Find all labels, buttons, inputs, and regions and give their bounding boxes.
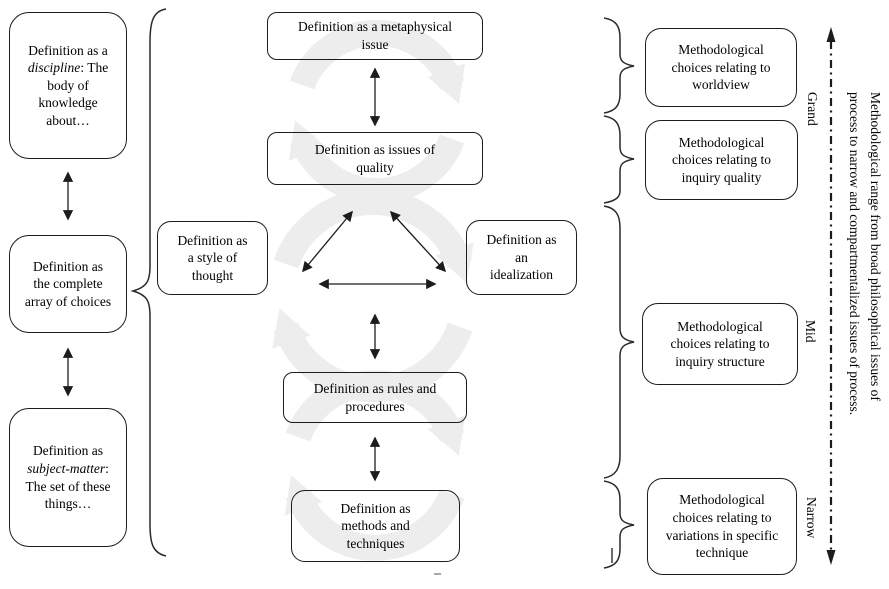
box-text: Definition as rules and procedures: [313, 380, 437, 414]
definition-rules-procedures-box: Definition as rules and procedures: [283, 372, 467, 423]
box-text: Definition as an idealization: [486, 232, 557, 283]
range-caption: Methodological range from broad philosop…: [842, 92, 886, 572]
scale-label-narrow: Narrow: [804, 497, 819, 539]
definition-style-of-thought-box: Definition as a style of thought: [157, 221, 268, 295]
scale-label-mid: Mid: [803, 320, 818, 343]
left-brace: [130, 8, 167, 557]
definition-methods-techniques-box: Definition as methods and techniques: [291, 490, 460, 562]
methodological-technique-box: Methodological choices relating to varia…: [647, 478, 797, 575]
box-text-italic: subject-matter: [27, 460, 106, 476]
range-caption-line2: process to narrow and compartmentalized …: [847, 92, 862, 416]
box-text: Methodological choices relating to varia…: [665, 492, 779, 561]
methodological-inquiry-structure-box: Methodological choices relating to inqui…: [642, 303, 798, 385]
right-brace-technique: [603, 480, 635, 569]
right-braces: [603, 17, 635, 569]
box-text: : The body of knowledge about…: [38, 60, 109, 128]
box-text: Methodological choices relating to world…: [671, 42, 771, 93]
box-text: Definition as issues of quality: [314, 141, 436, 175]
box-text: Definition as the complete array of choi…: [24, 258, 112, 309]
definition-discipline-box: Definition as a discipline: The body of …: [9, 12, 127, 159]
range-line-arrow-down: [826, 550, 836, 565]
definition-metaphysical-box: Definition as a metaphysical issue: [267, 12, 483, 60]
box-text: Definition as a metaphysical issue: [297, 19, 453, 52]
right-brace-structure: [603, 205, 635, 479]
box-text: Methodological choices relating to inqui…: [672, 134, 771, 185]
range-line-arrow-up: [826, 27, 836, 42]
box-text: Definition as methods and techniques: [340, 500, 411, 551]
box-text: Definition as a style of thought: [177, 232, 248, 283]
definition-idealization-box: Definition as an idealization: [466, 220, 577, 295]
right-brace-worldview: [603, 17, 635, 114]
triangle-arrow-right: [389, 210, 447, 273]
methodological-inquiry-quality-box: Methodological choices relating to inqui…: [645, 120, 798, 200]
box-text: Definition as a: [28, 42, 108, 58]
box-text-italic: discipline: [27, 60, 81, 76]
definition-quality-box: Definition as issues of quality: [267, 132, 483, 185]
box-text: Methodological choices relating to inqui…: [670, 318, 770, 369]
triangle-arrow-left: [302, 210, 353, 273]
methodological-worldview-box: Methodological choices relating to world…: [645, 28, 797, 107]
scale-label-grand: Grand: [805, 92, 820, 126]
box-text: : The set of these things…: [25, 460, 111, 512]
watermark-cycle-icon: [272, 19, 474, 561]
range-line: [826, 27, 836, 565]
box-text: Definition as: [32, 443, 104, 459]
right-brace-quality: [603, 115, 635, 204]
definition-subject-matter-box: Definition as subject-matter: The set of…: [9, 408, 127, 547]
definition-array-of-choices-box: Definition as the complete array of choi…: [9, 235, 127, 333]
double-arrows: [62, 67, 447, 482]
range-caption-line1: Methodological range from broad philosop…: [868, 92, 883, 401]
